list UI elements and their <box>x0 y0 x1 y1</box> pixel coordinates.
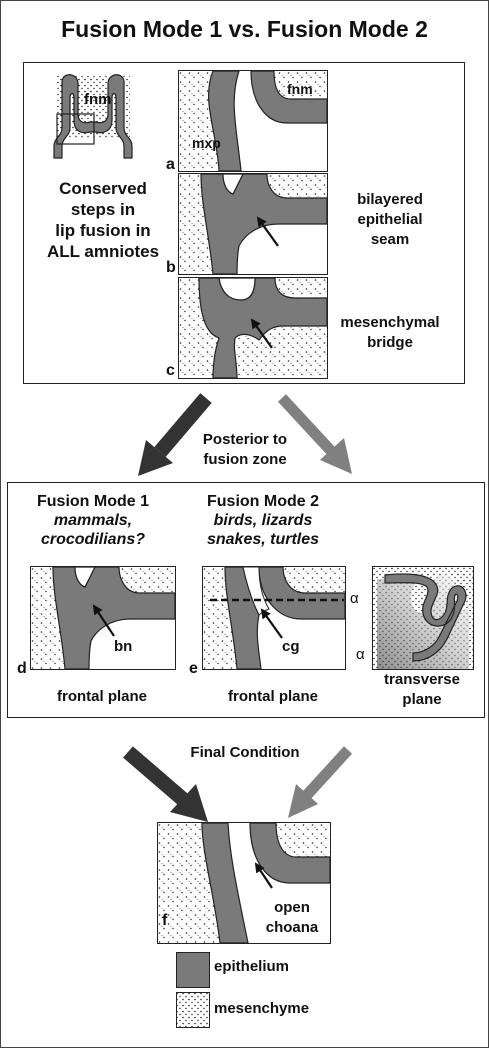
transverse-inset <box>372 566 474 670</box>
inset-fnm-label: fnm <box>84 91 112 108</box>
head-inset-sketch <box>53 74 133 159</box>
legend-mesenchyme-swatch <box>176 992 210 1028</box>
panel-a-drawing <box>179 71 327 171</box>
panel-c <box>178 277 328 379</box>
panel-f-caption: open choana <box>252 898 332 938</box>
posterior-text: Posterior to fusion zone <box>180 430 310 470</box>
mode1-sub-line-2: crocodilians? <box>40 531 146 548</box>
legend-epithelium-label: epithelium <box>214 958 290 975</box>
panel-c-caption-line-1: mesenchymal <box>340 314 440 331</box>
panel-b-letter: b <box>166 259 176 276</box>
panel-f-caption-line-1: open <box>274 899 310 916</box>
conserved-line-1: Conserved <box>59 179 147 198</box>
transverse-caption: transverse plane <box>362 670 482 710</box>
panel-b-caption: bilayered epithelial seam <box>330 190 450 250</box>
panel-f-letter: f <box>162 912 168 929</box>
conserved-line-3: lip fusion in <box>55 221 151 240</box>
conserved-line-4: ALL amniotes <box>46 242 160 261</box>
mode2-sub-line-1: birds, lizards <box>213 512 313 529</box>
panel-e-drawing <box>203 567 345 669</box>
mode1-sub-line-1: mammals, <box>53 512 133 529</box>
panel-e-cg-label: cg <box>282 638 300 655</box>
panel-c-caption-line-2: bridge <box>367 334 413 351</box>
panel-a <box>178 70 328 172</box>
panel-d-bn-label: bn <box>114 638 133 655</box>
panel-d-letter: d <box>17 660 27 677</box>
panel-b-caption-line-2: epithelial <box>357 211 423 228</box>
panel-f-caption-line-2: choana <box>265 919 319 936</box>
posterior-line-2: fusion zone <box>203 451 287 468</box>
panel-c-caption: mesenchymal bridge <box>330 313 450 353</box>
panel-b-caption-line-1: bilayered <box>357 191 423 208</box>
mode2-title: Fusion Mode 2 <box>207 493 319 510</box>
panel-f <box>157 822 331 944</box>
final-condition-label: Final Condition <box>190 744 300 761</box>
panel-d-drawing <box>31 567 175 669</box>
panel-a-fnm-label: fnm <box>287 81 313 97</box>
panel-d-plane: frontal plane <box>56 688 147 705</box>
transverse-drawing <box>373 567 473 669</box>
panel-e-letter: e <box>189 660 198 677</box>
conserved-steps-text: Conserved steps in lip fusion in ALL amn… <box>28 178 178 262</box>
panel-b-caption-line-3: seam <box>370 231 410 248</box>
panel-b-drawing <box>179 174 327 274</box>
panel-e-alpha-label: α <box>350 590 359 607</box>
legend-epithelium-swatch <box>176 952 210 988</box>
panel-b <box>178 173 328 275</box>
transverse-alpha-label: α <box>356 646 365 663</box>
panel-c-drawing <box>179 278 327 378</box>
posterior-line-1: Posterior to <box>202 431 288 448</box>
conserved-line-2: steps in <box>70 200 136 219</box>
panel-e-plane: frontal plane <box>227 688 318 705</box>
panel-a-mxp-label: mxp <box>192 135 221 151</box>
panel-a-letter: a <box>166 156 175 173</box>
mode1-header: Fusion Mode 1 mammals, crocodilians? <box>18 492 168 549</box>
legend-mesenchyme-label: mesenchyme <box>214 1000 310 1017</box>
transverse-line-2: plane <box>402 691 442 708</box>
transverse-line-1: transverse <box>384 671 460 688</box>
panel-c-letter: c <box>166 362 175 379</box>
mode2-header: Fusion Mode 2 birds, lizards snakes, tur… <box>188 492 338 549</box>
mode2-sub-line-2: snakes, turtles <box>206 531 320 548</box>
mode1-title: Fusion Mode 1 <box>37 493 149 510</box>
figure-title: Fusion Mode 1 vs. Fusion Mode 2 <box>61 16 428 42</box>
panel-e <box>202 566 346 670</box>
panel-d <box>30 566 176 670</box>
